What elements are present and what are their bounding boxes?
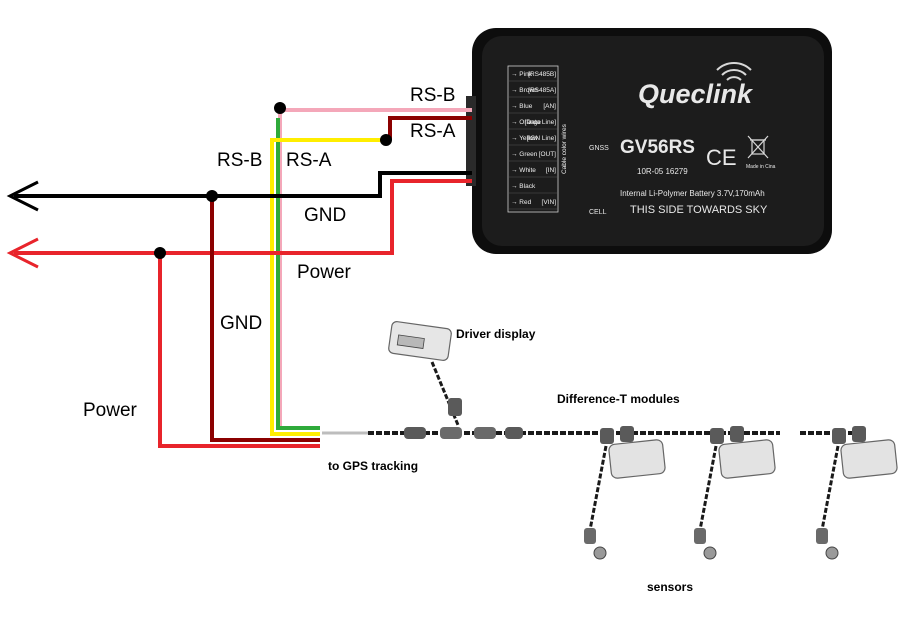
- sensor-connector: [694, 528, 706, 544]
- module-body: [718, 439, 776, 479]
- driver-display-device: [388, 321, 462, 426]
- pin-color-label: → White: [511, 167, 536, 174]
- weee-bin-icon: [747, 135, 769, 159]
- pin-color-label: → Orange: [511, 119, 541, 126]
- sensor-probe: [593, 546, 607, 560]
- label-to-gps: to GPS tracking: [328, 459, 418, 473]
- model-label: GV56RS: [620, 137, 695, 158]
- wire-black-gnd: [14, 171, 472, 198]
- label-power-left: Power: [83, 400, 138, 421]
- difference-t-module: [694, 426, 776, 560]
- label-rs-b-left: RS-B: [217, 150, 262, 171]
- pin-function-label: [OUT]: [539, 151, 557, 158]
- pin-function-label: [AN]: [543, 103, 556, 110]
- wire-red-power: [14, 179, 472, 255]
- pin-legend: → Pink[RS485B] → Brown[RS485A] → Blue [AN] →…: [507, 65, 568, 213]
- arrow-gnd-icon: [6, 180, 39, 212]
- arrows: [6, 180, 39, 269]
- peripheral-hardware: [322, 321, 898, 560]
- pin-legend-frame: [507, 65, 559, 213]
- driver-display-connector: [448, 398, 462, 416]
- sensor-connector: [816, 528, 828, 544]
- wire-yellow-rs-a: [270, 138, 386, 436]
- label-rs-a-top: RS-A: [410, 121, 456, 142]
- pin-function-label: [RS485B]: [528, 71, 556, 78]
- junctions: [154, 102, 392, 259]
- gps-tracker-device: → Pink[RS485B] → Brown[RS485A] → Blue [AN] →…: [466, 28, 832, 254]
- module-connector: [852, 426, 866, 442]
- wire-darkred-rs-a: [388, 116, 472, 140]
- device-connector: [466, 96, 476, 186]
- label-gnd-left: GND: [220, 313, 262, 334]
- difference-t-module: [816, 426, 898, 560]
- pin-function-label: [RS485A]: [528, 87, 556, 94]
- orientation-label: THIS SIDE TOWARDS SKY: [630, 204, 768, 216]
- connector-4: [505, 427, 523, 439]
- label-rs-a-left: RS-A: [286, 150, 332, 171]
- label-driver-display: Driver display: [456, 327, 536, 341]
- sensor-probe: [703, 546, 717, 560]
- module-connector: [730, 426, 744, 442]
- pin-color-label: → Pink: [511, 71, 533, 78]
- wire-darkred-gnd-drop: [210, 196, 320, 442]
- junction-gnd: [206, 190, 218, 202]
- junction-rs-a: [380, 134, 392, 146]
- pin-function-label: [IGN Line]: [527, 135, 556, 142]
- junction-rs-b: [274, 102, 286, 114]
- pin-color-label: → Yellow: [511, 135, 538, 142]
- sensor-probe: [825, 546, 839, 560]
- label-gnd-top: GND: [304, 205, 346, 226]
- wire-red-power-drop: [158, 253, 320, 448]
- cell-label: CELL: [589, 209, 607, 216]
- pin-color-label: → Brown: [511, 87, 538, 94]
- pin-function-label: [IN]: [546, 167, 556, 174]
- module-body: [608, 439, 666, 479]
- driver-display-screen: [396, 334, 425, 349]
- arrow-power-icon: [6, 237, 39, 269]
- label-sensors: sensors: [647, 580, 693, 594]
- cable-note-text: Cable color wires: [561, 123, 568, 174]
- ce-mark: CE: [706, 145, 737, 170]
- brand-logo-text: Queclink: [638, 79, 754, 109]
- label-power-top: Power: [297, 262, 352, 283]
- sensor-connector: [584, 528, 596, 544]
- pin-color-label: → Green: [511, 151, 538, 158]
- label-rs-b-top: RS-B: [410, 85, 455, 106]
- device-face: [482, 36, 824, 246]
- connector-3: [474, 427, 496, 439]
- connector-1: [404, 427, 426, 439]
- difference-t-module: [584, 426, 666, 560]
- gnss-label: GNSS: [589, 145, 609, 152]
- sensor-cable: [698, 445, 718, 531]
- label-difference-t: Difference-T modules: [557, 392, 680, 406]
- module-connector: [710, 428, 724, 444]
- signal-icon: [716, 61, 752, 81]
- module-connector: [600, 428, 614, 444]
- module-body: [840, 439, 898, 479]
- pin-function-label: [VIN]: [542, 199, 557, 206]
- sensor-cable: [820, 445, 840, 531]
- pin-color-label: → Red: [511, 199, 532, 206]
- wires: [14, 108, 472, 448]
- pin-function-label: [Data Line]: [525, 119, 557, 126]
- difference-t-modules: [584, 426, 898, 560]
- made-in-label: Made in Cina: [746, 164, 776, 170]
- pin-color-label: → Black: [511, 183, 536, 190]
- pin-color-label: → Blue: [511, 103, 533, 110]
- module-connector: [620, 426, 634, 442]
- serial-label: 10R-05 16279: [637, 167, 688, 176]
- module-connector: [832, 428, 846, 444]
- battery-label: Internal Li-Polymer Battery 3.7V,170mAh: [620, 189, 765, 198]
- junction-power: [154, 247, 166, 259]
- sensor-cable: [588, 445, 608, 531]
- connector-2: [440, 427, 462, 439]
- wire-green-rs-b: [276, 118, 320, 430]
